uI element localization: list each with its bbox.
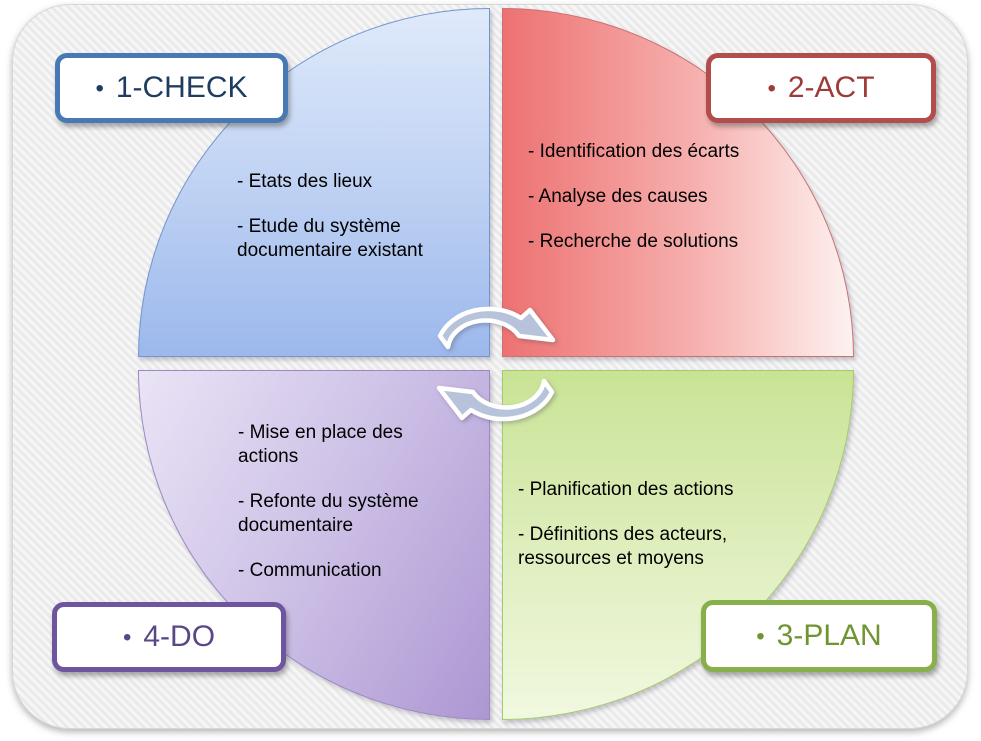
badge-label: 4-DO xyxy=(143,620,216,653)
list-item: - Refonte du système documentaire xyxy=(238,491,419,536)
list-item: - Etude du système documentaire existant xyxy=(237,216,423,261)
badge-label: 1-CHECK xyxy=(115,71,248,104)
bullet-icon: • xyxy=(95,75,104,102)
cycle-arrows-icon xyxy=(436,306,556,422)
list-item: - Etats des lieux xyxy=(237,171,373,192)
list-item: - Recherche de solutions xyxy=(528,231,739,252)
bullet-icon: • xyxy=(122,624,132,651)
cycle-arrow-bottom xyxy=(436,378,555,422)
cycle-arrow-top xyxy=(437,306,556,350)
do-items-list: - Mise en place des actions - Refonte du… xyxy=(238,421,443,604)
badge-label: 3-PLAN xyxy=(776,619,882,652)
badge-3-plan: • 3-PLAN xyxy=(701,600,937,672)
list-item: - Planification des actions xyxy=(518,479,734,500)
act-items-list: - Identification des écarts - Analyse de… xyxy=(528,140,828,275)
badge-label: 2-ACT xyxy=(787,71,875,104)
badge-1-check: • 1-CHECK xyxy=(55,53,288,123)
list-item: - Analyse des causes xyxy=(528,186,708,207)
list-item: - Mise en place des actions xyxy=(238,422,403,467)
list-item: - Communication xyxy=(238,560,382,581)
list-item: - Définitions des acteurs, ressources et… xyxy=(518,524,728,569)
bullet-icon: • xyxy=(756,623,765,650)
list-item: - Identification des écarts xyxy=(528,141,740,162)
plan-items-list: - Planification des actions - Définition… xyxy=(518,478,773,592)
badge-4-do: • 4-DO xyxy=(52,602,286,672)
bullet-icon: • xyxy=(767,75,776,102)
check-items-list: - Etats des lieux - Etude du système doc… xyxy=(237,170,452,284)
badge-2-act: • 2-ACT xyxy=(706,53,936,123)
